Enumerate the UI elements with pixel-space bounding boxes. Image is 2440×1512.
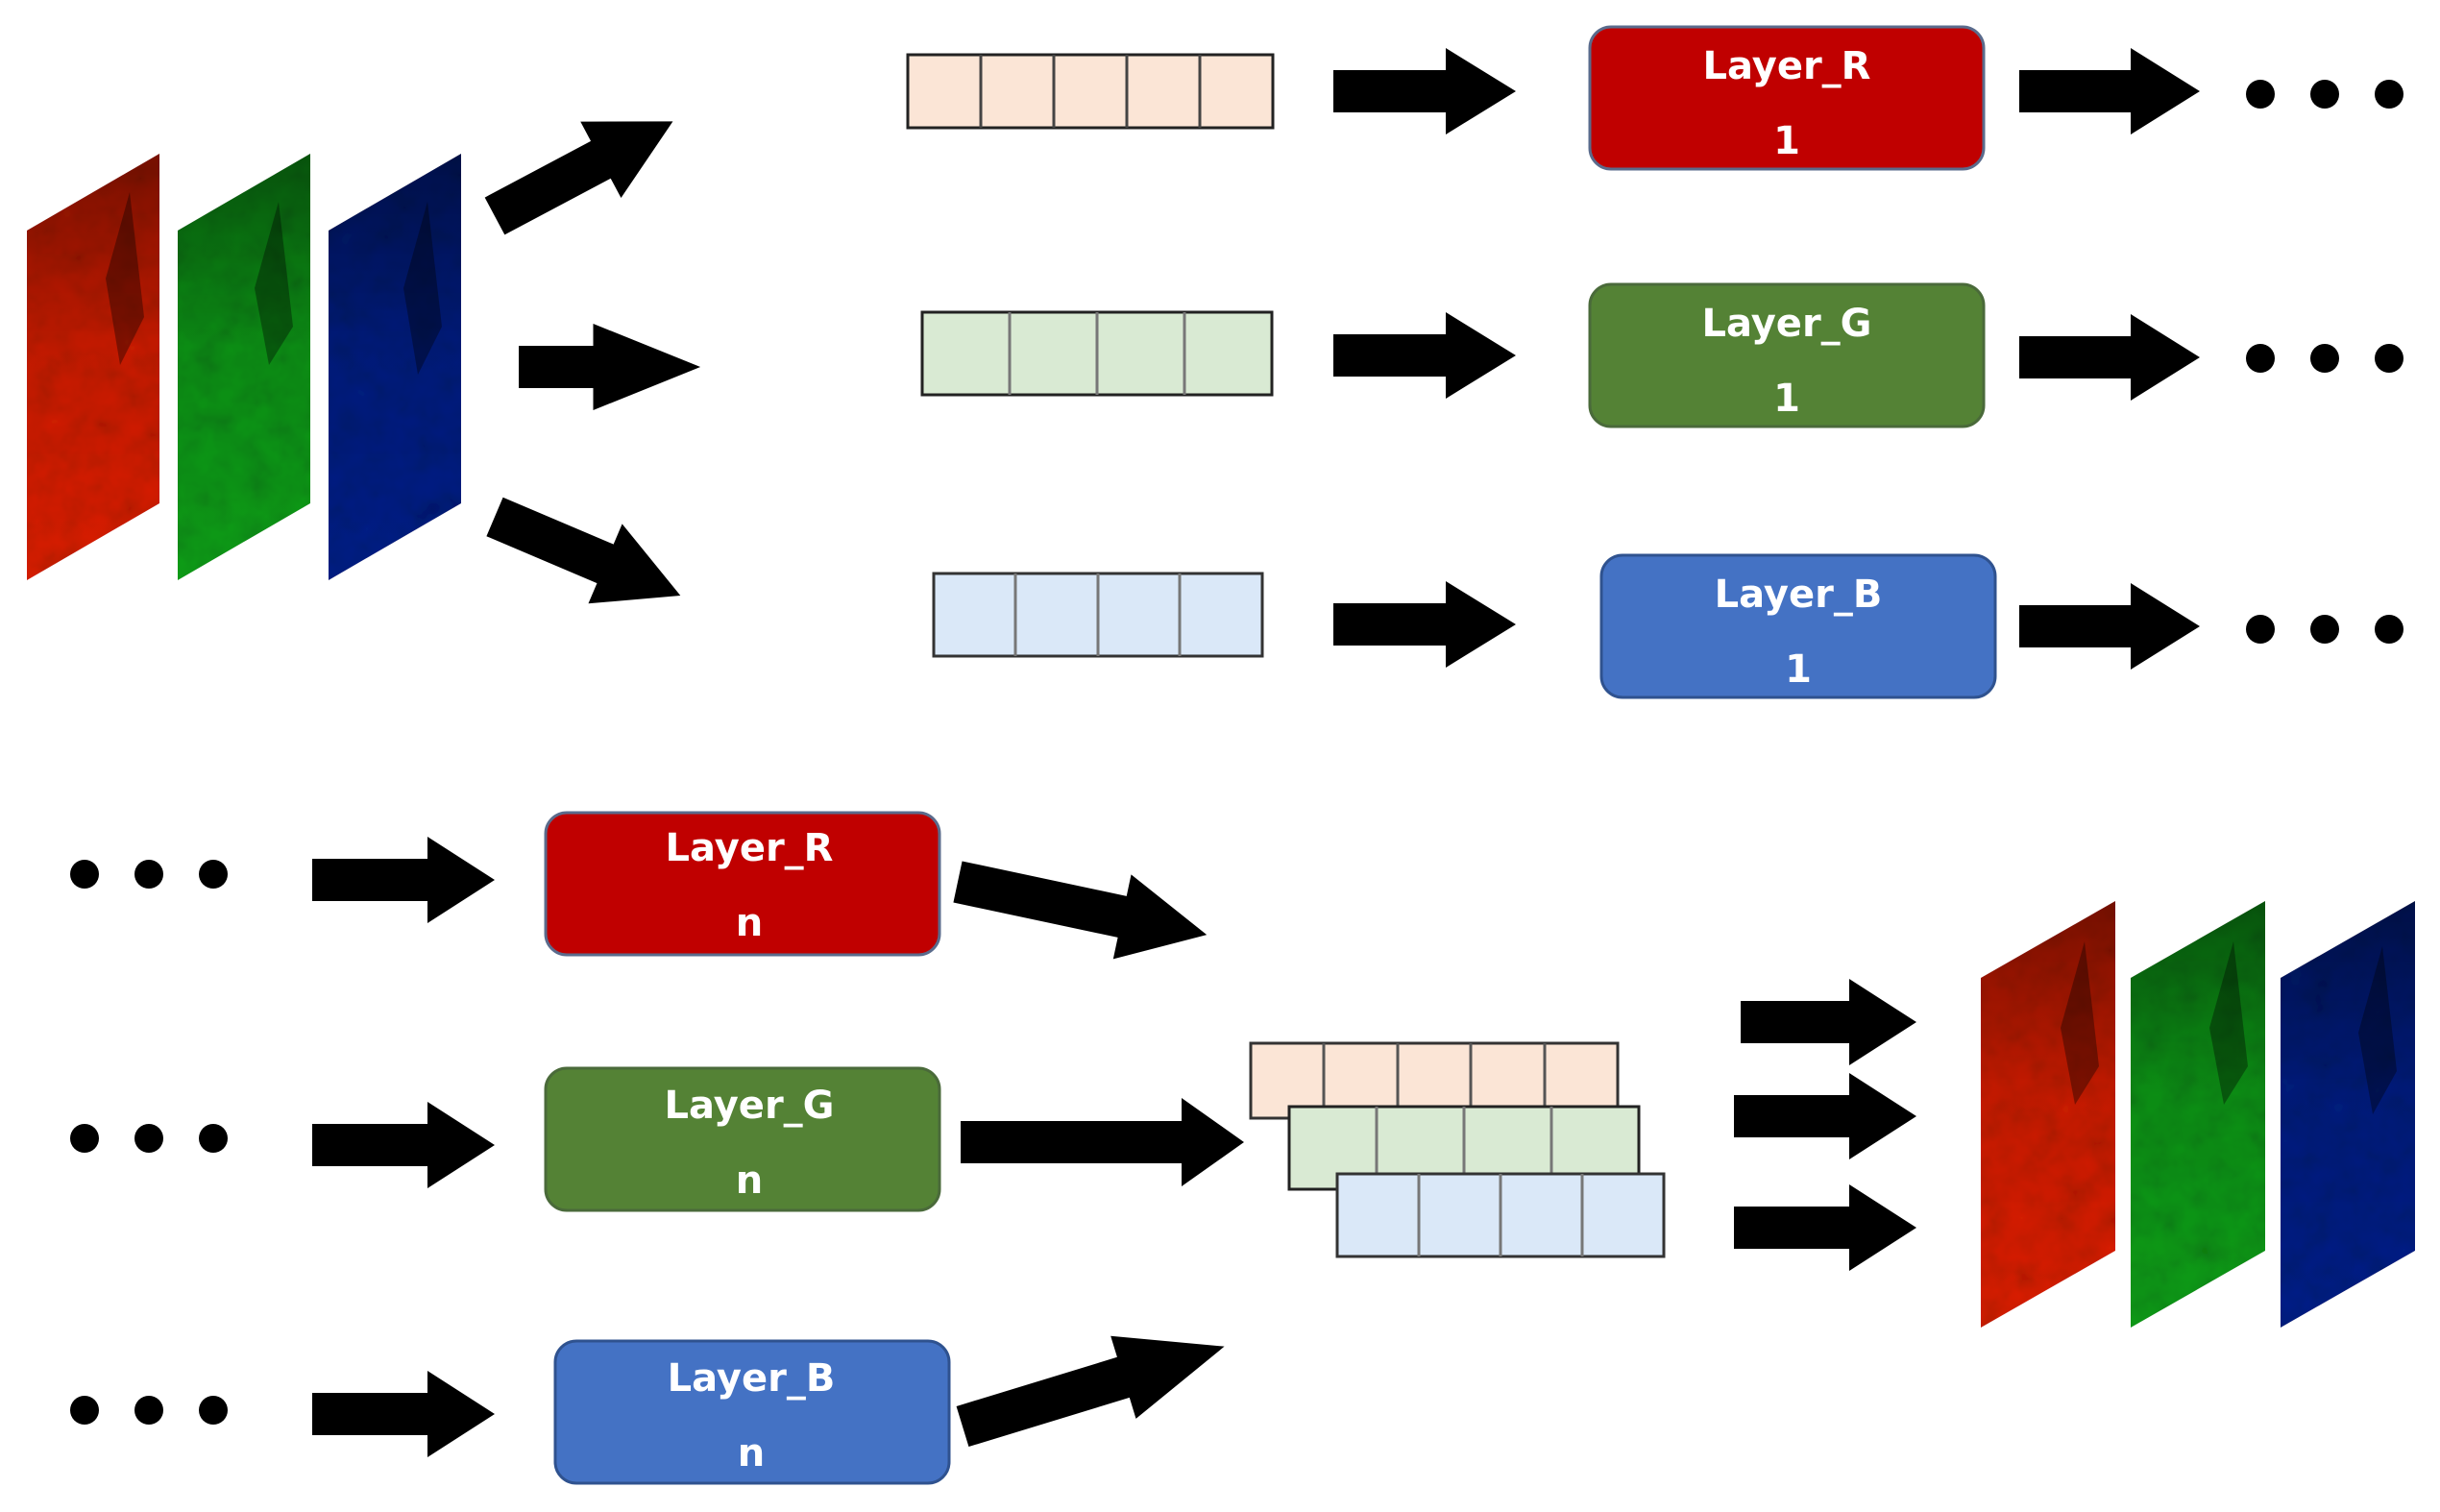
output-red-channel-image <box>1981 901 2115 1328</box>
right-arrow-icon <box>1333 48 1516 134</box>
right-arrow-icon <box>1734 1184 1916 1271</box>
right-arrow-icon <box>2019 48 2200 134</box>
right-arrow-icon <box>1333 581 1516 668</box>
ellipsis-icon <box>70 860 228 889</box>
ellipsis-icon <box>2246 615 2403 644</box>
layer-title: Layer_G <box>664 1084 834 1128</box>
layer-b-n-box: Layer_B n <box>553 1339 951 1485</box>
right-arrow-icon <box>961 1098 1244 1186</box>
layer-index: 1 <box>1773 119 1800 163</box>
right-arrow-icon <box>1734 1073 1916 1159</box>
layer-title: Layer_R <box>666 826 834 870</box>
right-arrow-icon <box>486 497 681 604</box>
right-arrow-icon <box>2019 314 2200 401</box>
merged-blue-tensor <box>1335 1172 1666 1258</box>
right-arrow-icon <box>312 837 495 923</box>
layer-continuation-arrows <box>2019 48 2200 670</box>
layer-title: Layer_B <box>668 1356 836 1401</box>
right-arrow-icon <box>953 861 1208 960</box>
right-arrow-icon <box>1741 979 1916 1065</box>
ellipsis-icon <box>2246 80 2403 109</box>
merged-tensor-stack <box>1249 1041 1666 1258</box>
ellipsis-to-layer-arrows <box>312 837 495 1457</box>
blue-split-tensor <box>932 572 1264 658</box>
input-blue-channel-image <box>329 154 461 580</box>
input-channel-stack <box>27 154 461 580</box>
layer-title: Layer_R <box>1703 44 1871 88</box>
output-green-channel-image <box>2131 901 2265 1328</box>
merge-arrows <box>953 861 1244 1448</box>
output-arrows <box>1734 979 1916 1271</box>
layer-title: Layer_B <box>1715 573 1883 617</box>
layer-index: n <box>736 1158 763 1203</box>
layer-b-1-box: Layer_B 1 <box>1599 553 1997 699</box>
layer-index: n <box>738 1431 765 1475</box>
red-split-tensor <box>906 53 1275 130</box>
right-arrow-icon <box>2019 583 2200 670</box>
right-arrow-icon <box>956 1335 1225 1448</box>
input-fan-out-arrows <box>484 121 701 604</box>
ellipsis-icon <box>70 1396 228 1425</box>
green-split-tensor <box>920 310 1274 397</box>
ellipsis-icon <box>2246 344 2403 373</box>
layer-index: 1 <box>1785 647 1812 692</box>
layer-g-n-box: Layer_G n <box>544 1066 941 1212</box>
right-arrow-icon <box>519 324 701 410</box>
input-red-channel-image <box>27 154 159 580</box>
tensor-to-layer-arrows <box>1333 48 1516 668</box>
ellipsis-icon <box>70 1124 228 1153</box>
layer-r-n-box: Layer_R n <box>544 811 941 957</box>
right-arrow-icon <box>1333 312 1516 399</box>
layer-g-1-box: Layer_G 1 <box>1588 282 1986 428</box>
right-arrow-icon <box>312 1102 495 1188</box>
layer-index: 1 <box>1773 377 1800 421</box>
layer-title: Layer_G <box>1701 302 1871 346</box>
input-green-channel-image <box>178 154 310 580</box>
layer-index: n <box>736 901 763 945</box>
output-blue-channel-image <box>2281 901 2415 1328</box>
output-channel-stack <box>1981 901 2415 1328</box>
layer-r-1-box: Layer_R 1 <box>1588 25 1986 171</box>
right-arrow-icon <box>312 1371 495 1457</box>
right-arrow-icon <box>484 121 673 235</box>
